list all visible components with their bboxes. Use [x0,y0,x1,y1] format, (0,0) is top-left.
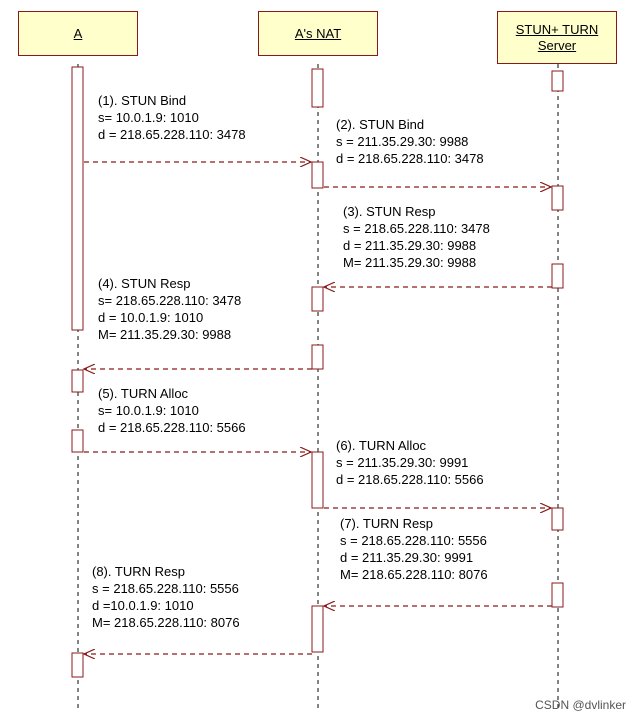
message-5-title: (5). TURN Alloc [98,386,189,401]
activation-nat-3 [311,286,324,312]
message-1-line-2: d = 218.65.228.110: 3478 [98,127,246,142]
message-8-title: (8). TURN Resp [92,564,185,579]
message-7-line-3: M= 218.65.228.110: 8076 [340,567,488,582]
lane-header-nat: A's NAT [258,11,378,56]
message-3-line-3: M= 211.35.29.30: 9988 [343,255,477,270]
activation-a-3 [71,429,84,453]
message-3-line-1: s = 218.65.228.110: 3478 [343,221,490,236]
lane-header-a: A [18,11,138,56]
message-8-line-3: M= 218.65.228.110: 8076 [92,615,240,630]
message-5-line-2: d = 218.65.228.110: 5566 [98,420,246,435]
message-2-title: (2). STUN Bind [336,117,425,132]
message-8-line-1: s = 218.65.228.110: 5556 [92,581,239,596]
activation-a-1 [71,66,84,331]
message-8: (8). TURN Resp s = 218.65.228.110: 5556 … [92,563,240,631]
activation-server-2 [551,185,564,211]
message-7-title: (7). TURN Resp [340,516,433,531]
message-6-line-1: s = 211.35.29.30: 9991 [336,455,469,470]
activation-server-5 [551,582,564,608]
message-8-line-2: d =10.0.1.9: 1010 [92,598,194,613]
message-6-title: (6). TURN Alloc [336,438,427,453]
lane-server-label-1: STUN+ TURN [515,21,599,37]
message-4-line-1: s= 218.65.228.110: 3478 [98,293,242,308]
message-6-line-2: d = 218.65.228.110: 5566 [336,472,484,487]
message-7: (7). TURN Resp s = 218.65.228.110: 5556 … [340,515,488,583]
message-1-line-1: s= 10.0.1.9: 1010 [98,110,199,125]
message-2-line-2: d = 218.65.228.110: 3478 [336,151,484,166]
message-3-title: (3). STUN Resp [343,204,436,219]
activation-a-4 [71,652,84,678]
message-5: (5). TURN Alloc s= 10.0.1.9: 1010 d = 21… [98,385,246,436]
activation-server-1 [551,70,564,92]
message-4-line-3: M= 211.35.29.30: 9988 [98,327,232,342]
message-2: (2). STUN Bind s = 211.35.29.30: 9988 d … [336,116,484,167]
lane-a-label: A [73,25,83,41]
message-7-line-1: s = 218.65.228.110: 5556 [340,533,487,548]
lane-header-server: STUN+ TURN Server [497,11,617,64]
message-7-line-2: d = 211.35.29.30: 9991 [340,550,474,565]
watermark: CSDN @dvlinker [535,698,626,712]
message-4: (4). STUN Resp s= 218.65.228.110: 3478 d… [98,275,241,343]
message-6: (6). TURN Alloc s = 211.35.29.30: 9991 d… [336,437,484,488]
lane-server-label-2: Server [537,37,577,53]
message-1-title: (1). STUN Bind [98,93,187,108]
message-5-line-1: s= 10.0.1.9: 1010 [98,403,199,418]
activation-server-3 [551,263,564,289]
message-2-line-1: s = 211.35.29.30: 9988 [336,134,469,149]
message-3-line-2: d = 211.35.29.30: 9988 [343,238,477,253]
lane-nat-label: A's NAT [294,25,342,41]
activation-nat-2 [311,161,324,189]
message-1: (1). STUN Bind s= 10.0.1.9: 1010 d = 218… [98,92,246,143]
activation-nat-4 [311,344,324,370]
message-3: (3). STUN Resp s = 218.65.228.110: 3478 … [343,203,490,271]
activation-server-4 [551,507,564,531]
message-4-line-2: d = 10.0.1.9: 1010 [98,310,204,325]
activation-nat-1 [311,68,324,108]
activation-nat-5 [311,451,324,509]
message-4-title: (4). STUN Resp [98,276,191,291]
activation-a-2 [71,369,84,393]
activation-nat-6 [311,605,324,653]
